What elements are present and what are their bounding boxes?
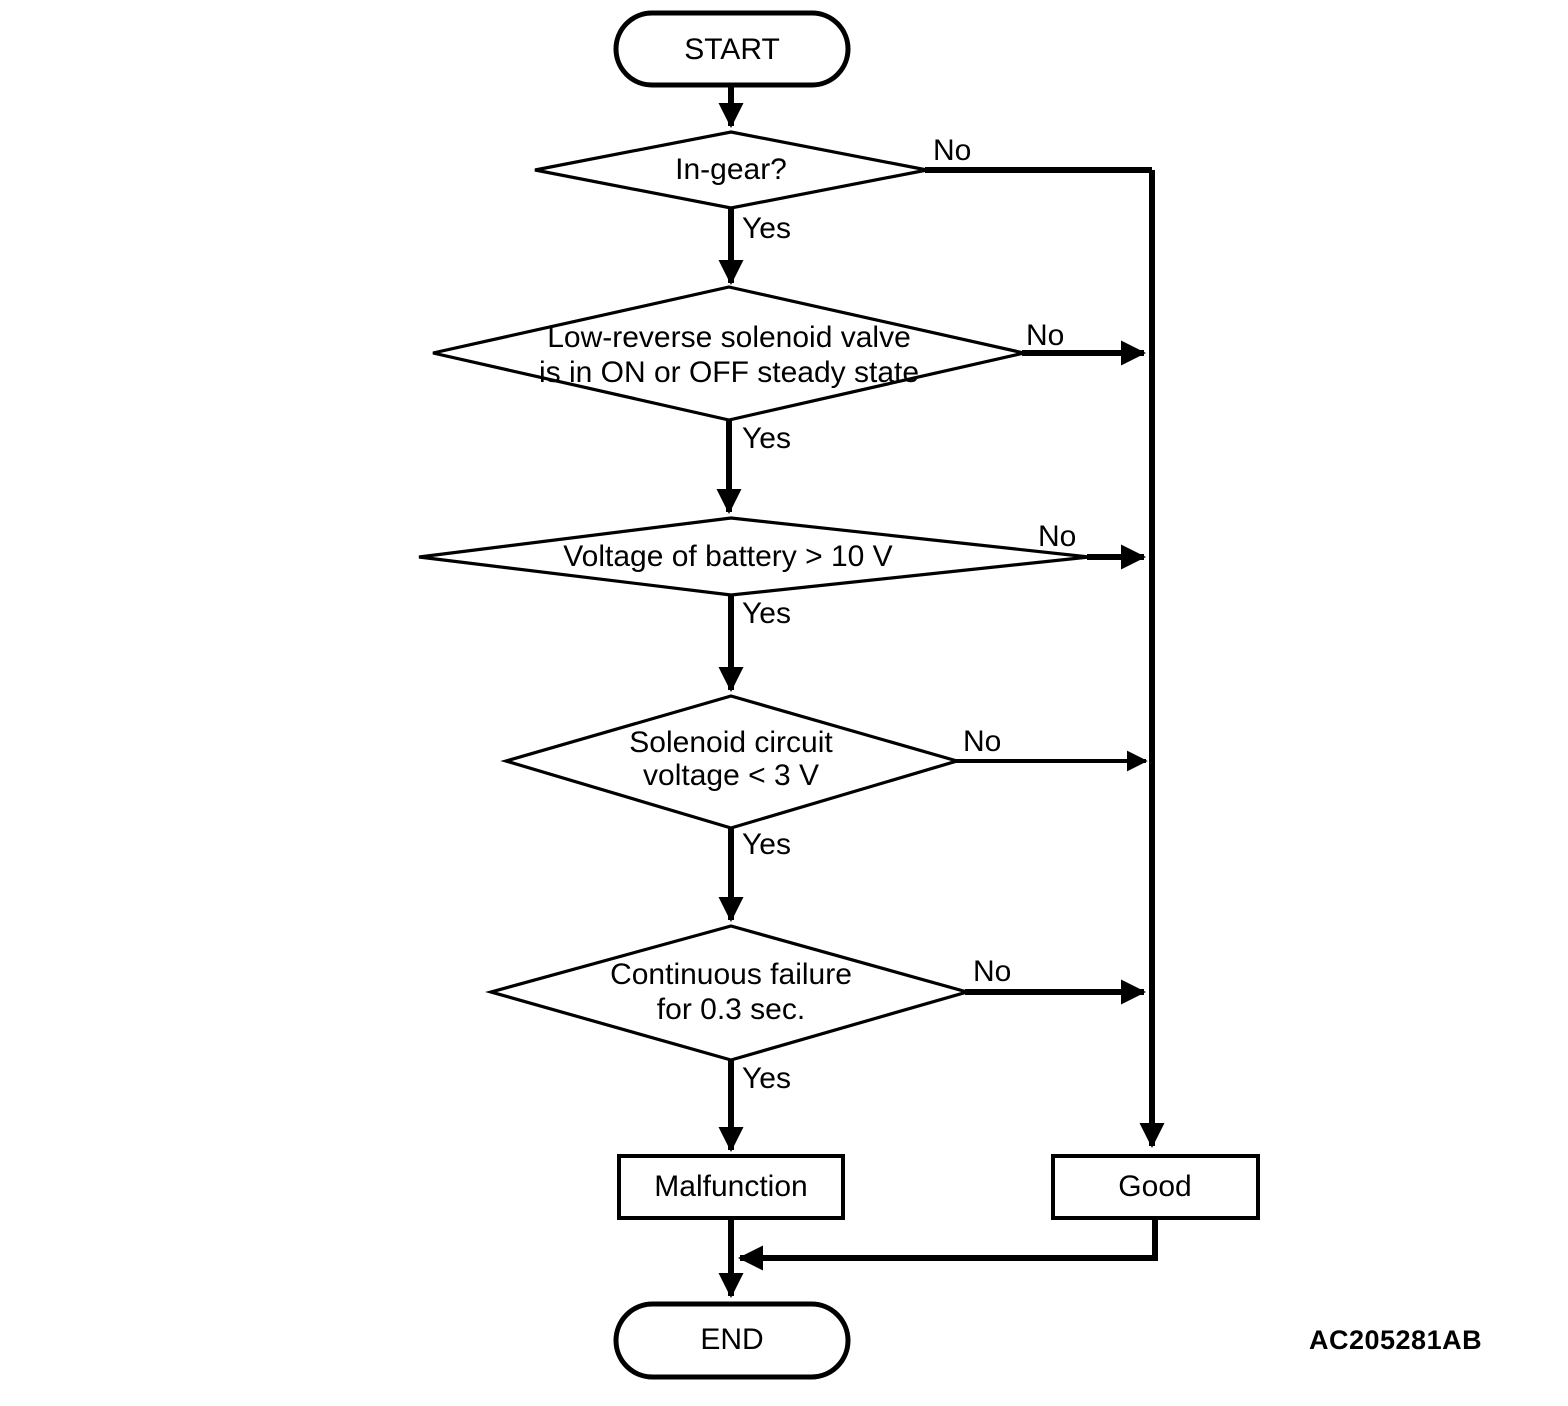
edge-d1-yes: Yes <box>718 208 791 286</box>
edge-d1-no: No <box>925 134 1152 173</box>
node-decision-battery-voltage-label: Voltage of battery > 10 V <box>563 540 892 573</box>
node-malfunction-label: Malfunction <box>654 1170 807 1203</box>
edge-label-yes-4: Yes <box>742 828 791 861</box>
node-decision-in-gear: In-gear? <box>534 130 928 210</box>
edge-label-no-1: No <box>933 134 971 167</box>
node-end-label: END <box>700 1323 763 1356</box>
edge-d5-no: No <box>965 955 1147 1005</box>
edge-d3-yes: Yes <box>718 595 791 693</box>
node-decision-continuous-failure-line1: Continuous failure <box>610 958 852 991</box>
edge-d4-yes: Yes <box>718 828 791 923</box>
node-good: Good <box>1051 1154 1260 1220</box>
edge-d2-no: No <box>1022 319 1147 366</box>
edge-d4-no: No <box>955 725 1148 772</box>
reference-code: AC205281AB <box>1309 1325 1483 1355</box>
edge-good-to-end-join <box>737 1218 1158 1271</box>
node-good-label: Good <box>1118 1170 1191 1203</box>
node-start-label: START <box>684 33 780 66</box>
node-end: END <box>613 1301 851 1380</box>
node-decision-in-gear-label: In-gear? <box>675 153 787 186</box>
edge-label-no-5: No <box>973 955 1011 988</box>
node-decision-low-reverse-line1: Low-reverse solenoid valve <box>547 321 911 354</box>
node-decision-low-reverse-line2: is in ON or OFF steady state <box>539 356 919 389</box>
edge-label-no-3: No <box>1038 520 1076 553</box>
node-decision-solenoid-circuit-line2: voltage < 3 V <box>643 759 819 792</box>
edge-label-no-2: No <box>1026 319 1064 352</box>
node-decision-solenoid-circuit-line1: Solenoid circuit <box>629 726 833 759</box>
node-decision-continuous-failure: Continuous failure for 0.3 sec. <box>485 924 973 1062</box>
node-decision-battery-voltage: Voltage of battery > 10 V <box>418 516 1090 597</box>
node-decision-continuous-failure-line2: for 0.3 sec. <box>657 993 805 1026</box>
node-decision-solenoid-circuit-voltage: Solenoid circuit voltage < 3 V <box>500 694 963 830</box>
edge-label-yes-3: Yes <box>742 597 791 630</box>
node-decision-low-reverse-solenoid: Low-reverse solenoid valve is in ON or O… <box>432 285 1025 422</box>
edge-label-yes-1: Yes <box>742 212 791 245</box>
edge-label-no-4: No <box>963 725 1001 758</box>
edge-d5-yes: Yes <box>718 1060 791 1153</box>
edge-label-yes-5: Yes <box>742 1062 791 1095</box>
edge-label-yes-2: Yes <box>742 422 791 455</box>
node-malfunction: Malfunction <box>617 1154 845 1220</box>
edge-d3-no: No <box>1038 520 1147 570</box>
edge-d2-yes: Yes <box>716 420 791 515</box>
node-start: START <box>613 10 851 88</box>
